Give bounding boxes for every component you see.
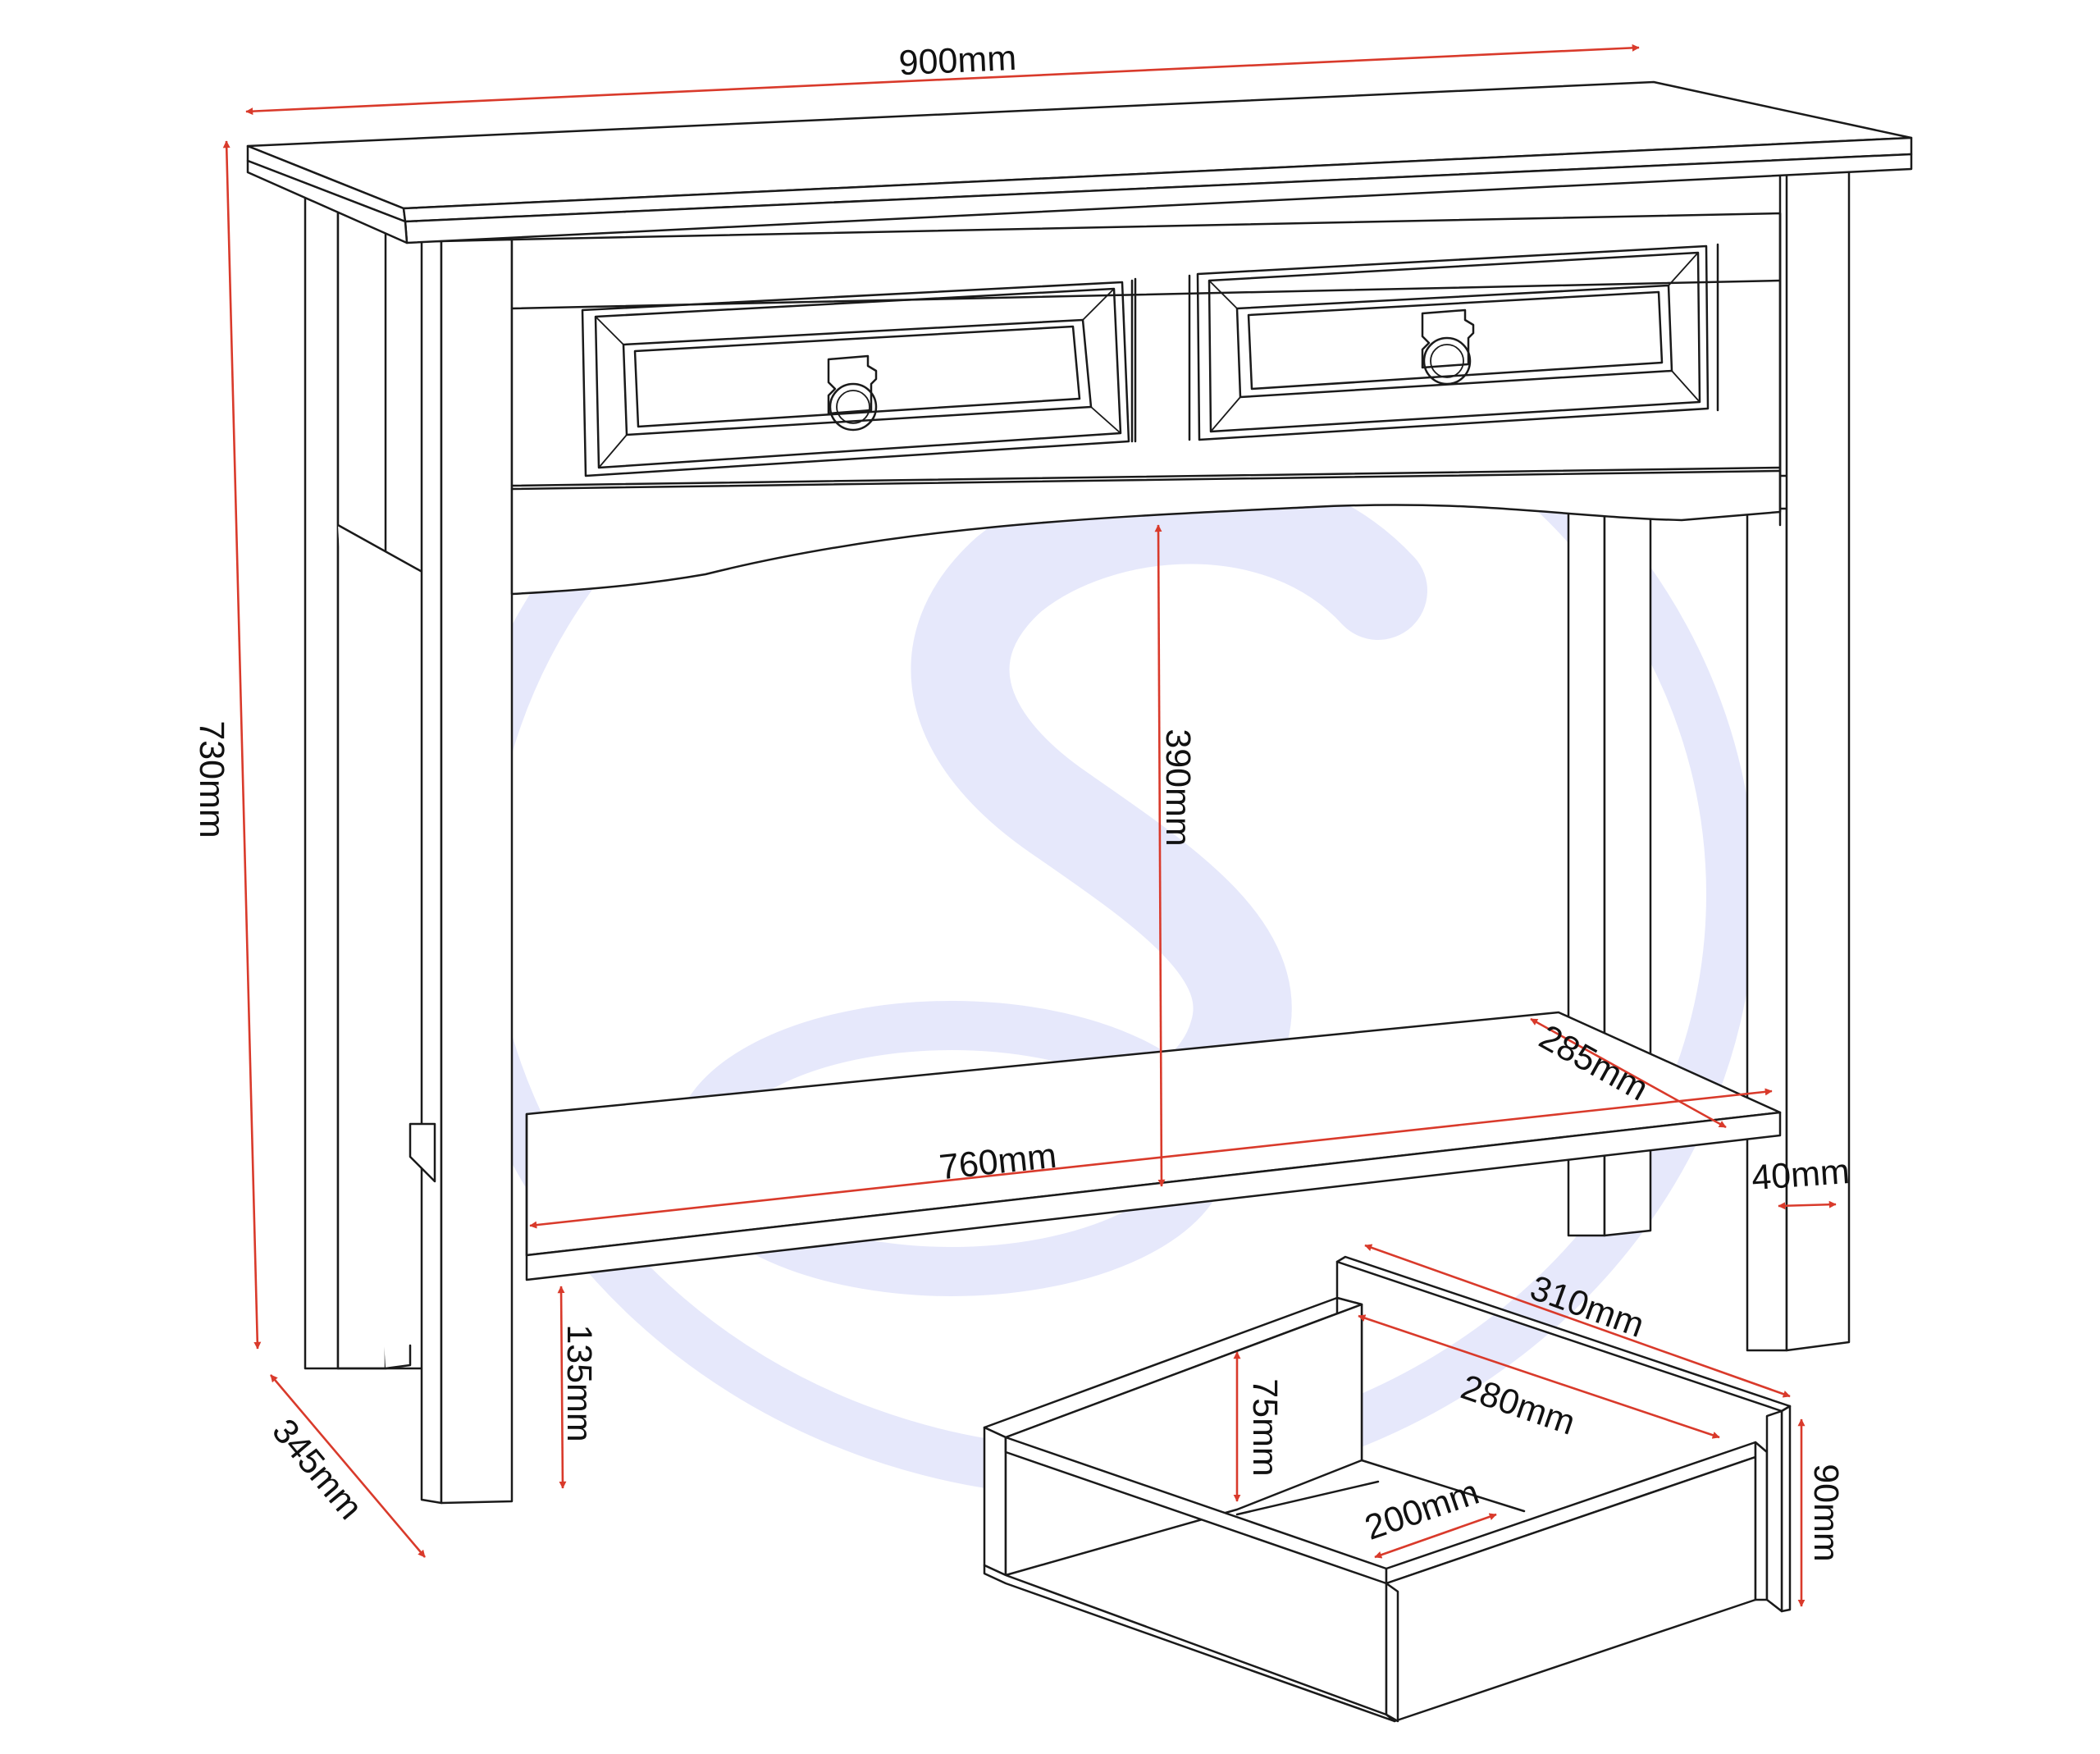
dim-line-200 [1374, 1513, 1497, 1559]
label-overall-height: 730mm [192, 720, 231, 838]
front-apron [510, 212, 1782, 596]
label-shelf-clearance: 390mm [1158, 729, 1198, 846]
label-drawer-height-outer: 90mm [1806, 1464, 1846, 1561]
dimension-lines [222, 43, 1837, 1607]
left-drawer-front [581, 279, 1134, 477]
label-shelf-height: 135mm [559, 1324, 599, 1441]
ring-pull-handle-icon [827, 354, 878, 432]
dim-line-390 [1154, 524, 1166, 1187]
ring-pull-handle-icon [1421, 308, 1475, 386]
dim-line-280 [1358, 1314, 1720, 1439]
right-drawer-front [1134, 243, 1719, 443]
dim-line-900 [245, 43, 1640, 116]
dim-line-345 [270, 1374, 426, 1558]
label-leg-width: 40mm [1751, 1152, 1851, 1198]
dim-line-730 [222, 140, 262, 1350]
label-drawer-depth-inner: 280mm [1456, 1368, 1580, 1443]
dim-line-40 [1778, 1200, 1837, 1210]
dim-line-285 [1530, 1017, 1727, 1129]
lower-side-stretcher [409, 1122, 436, 1183]
label-drawer-height-inner: 75mm [1245, 1378, 1285, 1476]
rear-left-leg [304, 195, 428, 1370]
label-drawer-width-inner: 200mm [1360, 1473, 1484, 1548]
front-left-leg [420, 238, 514, 1505]
label-overall-width: 900mm [898, 39, 1017, 83]
dim-line-135 [557, 1286, 567, 1489]
